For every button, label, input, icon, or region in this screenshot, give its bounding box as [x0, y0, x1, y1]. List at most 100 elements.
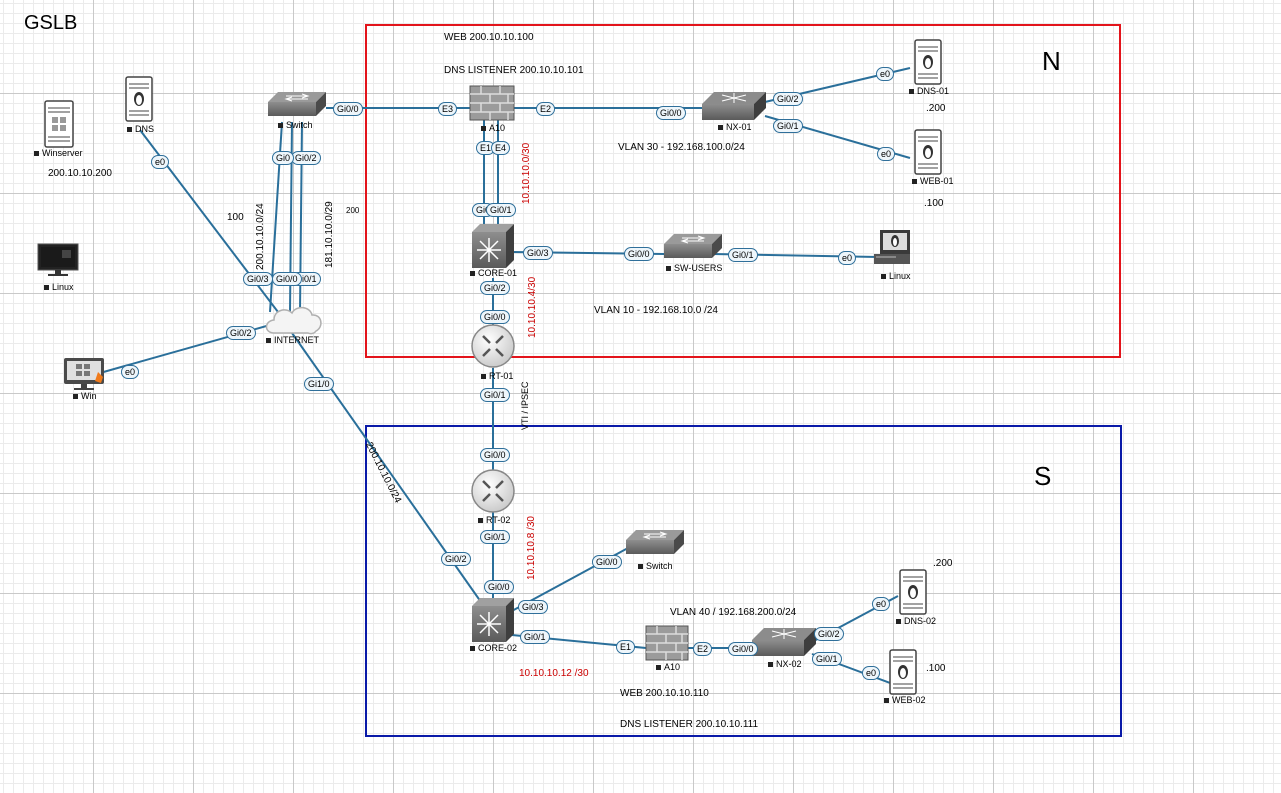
web01-server-icon[interactable]: [914, 129, 942, 175]
dns01-server-icon[interactable]: [914, 39, 942, 85]
south-dns-listener-note: DNS LISTENER 200.10.10.111: [620, 719, 759, 730]
port-label: Gi0/0: [592, 555, 622, 569]
dns02-ip: .200: [933, 558, 953, 569]
net-200-label: 200.10.10.0/24: [255, 203, 266, 270]
port-label: Gi0/1: [812, 652, 842, 666]
a10-south-label: A10: [656, 662, 680, 672]
web02-ip: .100: [926, 663, 946, 674]
vlan40-label: VLAN 40 / 192.168.200.0/24: [670, 607, 797, 618]
linux-left-icon[interactable]: [37, 243, 79, 276]
port-label: Gi0/0: [728, 642, 758, 656]
south-web-note: WEB 200.10.10.110: [620, 688, 709, 699]
switch-top-label: Switch: [278, 120, 313, 130]
port-label: e0: [862, 666, 881, 680]
port-label: Gi0/1: [520, 630, 550, 644]
port-label: E2: [536, 102, 556, 116]
switch-south-label: Switch: [638, 561, 673, 571]
label-200: 200: [346, 206, 360, 215]
net-a10s-label: 10.10.10.12 /30: [519, 668, 589, 679]
port-label: Gi0/1: [773, 119, 803, 133]
a10-north-firewall-icon[interactable]: [469, 85, 515, 121]
port-label: e0: [121, 365, 140, 379]
port-label: e0: [876, 67, 895, 81]
port-label: e0: [838, 251, 857, 265]
port-label: Gi0/2: [441, 552, 471, 566]
port-label: Gi0/1: [728, 248, 758, 262]
port-label: e0: [151, 155, 170, 169]
port-label: Gi0/0: [480, 310, 510, 324]
dns02-server-icon[interactable]: [899, 569, 927, 615]
winserver-label: Winserver: [34, 148, 83, 158]
nx02-label: NX-02: [768, 659, 802, 669]
win-label: Win: [73, 391, 97, 401]
label-100: 100: [227, 212, 244, 223]
port-label: Gi0/0: [480, 448, 510, 462]
dns01-ip: .200: [926, 103, 946, 114]
dns02-label: DNS-02: [896, 616, 936, 626]
port-label: E1: [616, 640, 636, 654]
region-north-label: N: [1042, 46, 1061, 76]
vlan10-label: VLAN 10 - 192.168.10.0 /24: [594, 305, 718, 316]
core02-l3switch-icon[interactable]: [472, 598, 514, 642]
port-label: Gi0/2: [480, 281, 510, 295]
port-label: Gi0/0: [624, 247, 654, 261]
web02-label: WEB-02: [884, 695, 926, 705]
swusers-switch-icon[interactable]: [664, 234, 722, 258]
win-pc-icon[interactable]: [64, 358, 104, 390]
internet-label: INTERNET: [266, 335, 319, 345]
rt02-router-icon[interactable]: [471, 469, 515, 513]
port-label: Gi0/3: [523, 246, 553, 260]
web01-ip: .100: [924, 198, 944, 209]
rt02-label: RT-02: [478, 515, 510, 525]
switch-top-icon[interactable]: [268, 92, 326, 116]
region-north-box: [365, 24, 1121, 358]
rt01-label: RT-01: [481, 371, 513, 381]
port-label: Gi0/3: [243, 272, 273, 286]
dns-label: DNS: [127, 124, 154, 134]
port-label: e0: [872, 597, 891, 611]
port-label: Gi0/2: [814, 627, 844, 641]
region-south-label: S: [1034, 461, 1052, 491]
nx01-label: NX-01: [718, 122, 752, 132]
port-label: Gi0/0: [484, 580, 514, 594]
a10-south-firewall-icon[interactable]: [645, 625, 689, 661]
port-label: E2: [693, 642, 713, 656]
port-label: Gi0/3: [518, 600, 548, 614]
port-label: Gi0/1: [480, 388, 510, 402]
rt01-router-icon[interactable]: [471, 324, 515, 368]
linux-north-pc-icon[interactable]: [874, 230, 910, 264]
port-label: Gi0/0: [656, 106, 686, 120]
vti-label: VTI / IPSEC: [520, 381, 530, 430]
link-internet-core02: [291, 332, 489, 613]
web02-server-icon[interactable]: [889, 649, 917, 695]
nx01-switch-icon[interactable]: [702, 92, 766, 120]
core01-l3switch-icon[interactable]: [472, 224, 514, 268]
port-label: Gi0/1: [486, 203, 516, 217]
net-rt01-label: 10.10.10.4/30: [527, 276, 538, 338]
net-a10n-label: 10.10.10.0/30: [521, 142, 532, 204]
web01-label: WEB-01: [912, 176, 954, 186]
port-label: Gi0/2: [226, 326, 256, 340]
winserver-icon[interactable]: [44, 100, 74, 148]
port-label: Gi1/0: [304, 377, 334, 391]
port-label: Gi0/2: [773, 92, 803, 106]
linux-left-label: Linux: [44, 282, 74, 292]
vlan30-label: VLAN 30 - 192.168.100.0/24: [618, 142, 745, 153]
port-label: Gi0/2: [291, 151, 321, 165]
port-label: Gi0: [272, 151, 295, 165]
a10-north-label: A10: [481, 123, 505, 133]
internet-cloud-icon[interactable]: [265, 306, 322, 335]
net-rt02-label: 10.10.10.8 /30: [526, 516, 537, 580]
port-label: Gi0/0: [272, 272, 302, 286]
port-label: Gi0/1: [480, 530, 510, 544]
port-label: e0: [877, 147, 896, 161]
core02-label: CORE-02: [470, 643, 517, 653]
nx02-switch-icon[interactable]: [752, 628, 816, 656]
port-label: E3: [438, 102, 458, 116]
swusers-label: SW-USERS: [666, 263, 722, 273]
north-dns-listener-note: DNS LISTENER 200.10.10.101: [444, 65, 584, 76]
dns-server-icon[interactable]: [125, 76, 153, 122]
net-181-label: 181.10.10.0/29: [324, 201, 335, 268]
switch-south-icon[interactable]: [626, 530, 684, 554]
